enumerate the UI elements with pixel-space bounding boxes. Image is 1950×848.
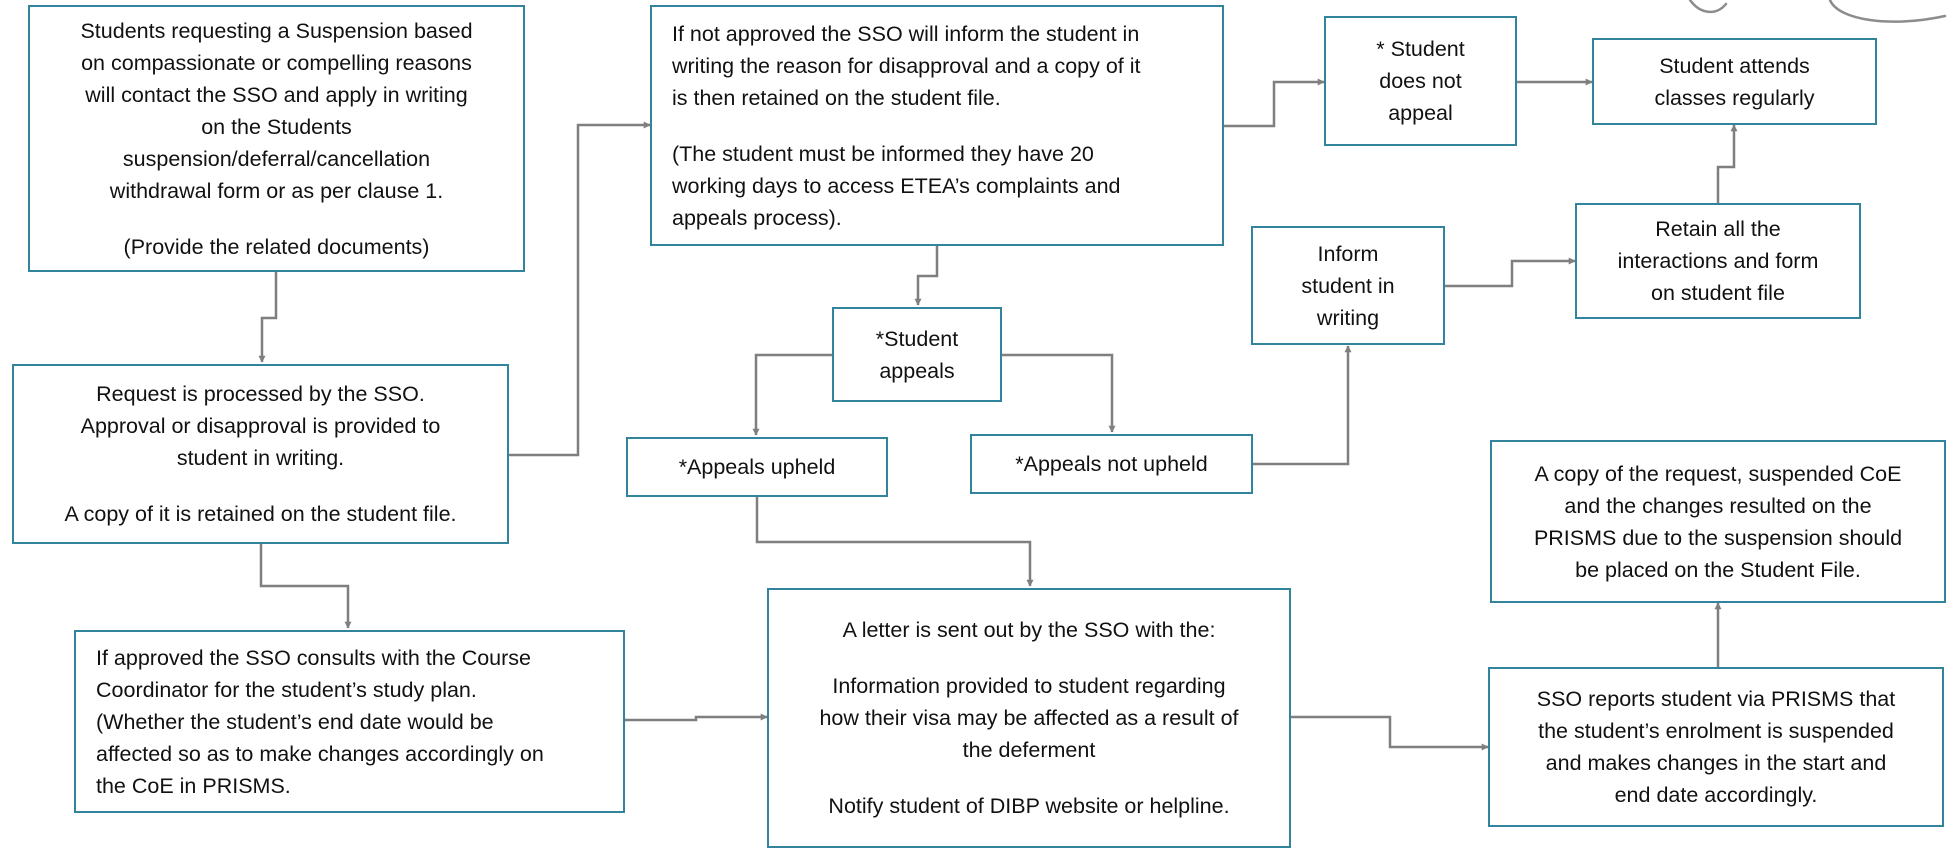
- student-not-appeal-text: * Student does not appeal: [1376, 37, 1465, 125]
- arrow-not-approved-to-not-appeal: [1224, 78, 1325, 128]
- box-appeals-not-upheld: *Appeals not upheld: [970, 434, 1253, 494]
- appeals-not-upheld-text: *Appeals not upheld: [1015, 452, 1208, 476]
- processed-by-sso-note: A copy of it is retained on the student …: [64, 502, 457, 526]
- arrow-letter-to-reports: [1291, 715, 1489, 751]
- if-not-approved-note: (The student must be informed they have …: [672, 141, 1121, 230]
- arrow-appeals-to-not-upheld: [1002, 353, 1116, 433]
- box-student-not-appeal: * Student does not appeal: [1324, 16, 1517, 146]
- box-letter-sent: A letter is sent out by the SSO with the…: [767, 588, 1291, 848]
- appeals-upheld-text: *Appeals upheld: [678, 455, 836, 479]
- box-student-appeals: *Student appeals: [832, 307, 1002, 402]
- box-if-approved: If approved the SSO consults with the Co…: [74, 630, 625, 813]
- attends-classes-text: Student attends classes regularly: [1654, 53, 1815, 110]
- arrow-not-approved-to-appeals: [914, 246, 939, 306]
- arrow-inform-to-retain: [1445, 257, 1576, 288]
- request-suspension-text: Students requesting a Suspension based o…: [80, 18, 473, 203]
- arrow-processed-to-not-approved: [509, 121, 651, 457]
- letter-sent-notify: Notify student of DIBP website or helpli…: [828, 794, 1230, 818]
- arrow-approved-to-letter: [625, 713, 768, 722]
- box-copy-of-request: A copy of the request, suspended CoE and…: [1490, 440, 1946, 603]
- box-request-suspension: Students requesting a Suspension based o…: [28, 5, 525, 272]
- letter-sent-info: Information provided to student regardin…: [819, 674, 1239, 762]
- copy-of-request-text: A copy of the request, suspended CoE and…: [1533, 461, 1903, 582]
- decorative-doodle-icon: [1688, 0, 1947, 23]
- arrow-appeals-to-upheld: [752, 353, 832, 436]
- student-appeals-text: *Student appeals: [875, 326, 959, 383]
- box-processed-by-sso: Request is processed by the SSO. Approva…: [12, 364, 509, 544]
- arrow-processed-to-approved: [259, 544, 352, 629]
- box-appeals-upheld: *Appeals upheld: [626, 437, 888, 497]
- processed-by-sso-text: Request is processed by the SSO. Approva…: [80, 382, 441, 470]
- retain-interactions-text: Retain all the interactions and form on …: [1617, 217, 1819, 305]
- box-retain-interactions: Retain all the interactions and form on …: [1575, 203, 1861, 319]
- box-attends-classes: Student attends classes regularly: [1592, 38, 1877, 125]
- inform-student-text: Inform student in writing: [1301, 241, 1395, 330]
- if-approved-text: If approved the SSO consults with the Co…: [96, 645, 544, 798]
- arrow-upheld-to-letter: [755, 497, 1034, 587]
- request-suspension-note: (Provide the related documents): [123, 234, 430, 259]
- arrow-not-upheld-to-inform: [1253, 345, 1352, 466]
- arrow-retain-to-attends: [1716, 124, 1738, 203]
- arrow-request-to-processed: [258, 272, 278, 363]
- if-not-approved-text: If not approved the SSO will inform the …: [672, 21, 1141, 110]
- box-sso-reports: SSO reports student via PRISMS that the …: [1488, 667, 1944, 827]
- letter-sent-text: A letter is sent out by the SSO with the…: [842, 618, 1216, 642]
- box-inform-student: Inform student in writing: [1251, 226, 1445, 345]
- box-if-not-approved: If not approved the SSO will inform the …: [650, 5, 1224, 246]
- sso-reports-text: SSO reports student via PRISMS that the …: [1536, 687, 1896, 807]
